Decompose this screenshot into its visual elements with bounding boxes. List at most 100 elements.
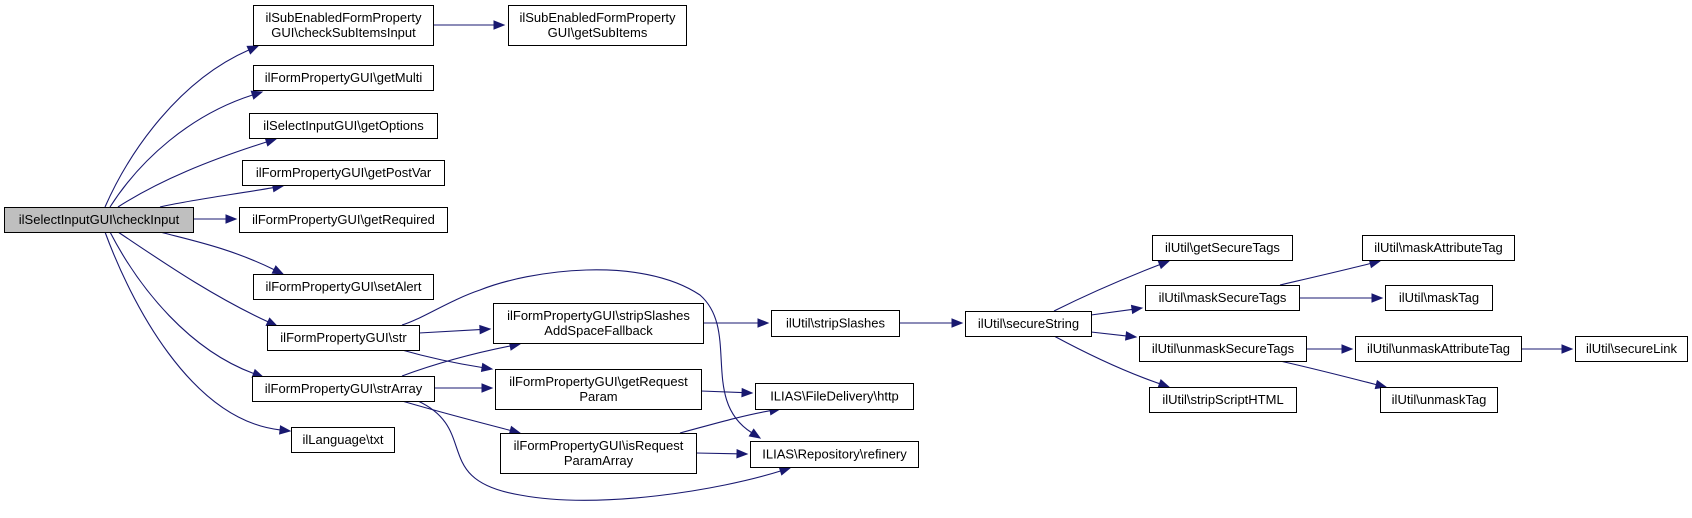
arrowhead-icon: [757, 318, 770, 328]
node-box: [1152, 235, 1293, 261]
node-unmaskSecureTags[interactable]: ilUtil\unmaskSecureTags: [1139, 336, 1307, 362]
node-stripScriptHTML[interactable]: ilUtil\stripScriptHTML: [1149, 387, 1297, 413]
arrowhead-icon: [265, 317, 279, 327]
edge-line: [1279, 360, 1377, 386]
edge-root-to-getRequired: [193, 214, 238, 224]
node-label: ilLanguage\txt: [303, 432, 384, 447]
arrowhead-icon: [246, 45, 260, 55]
node-getPostVar[interactable]: ilFormPropertyGUI\getPostVar: [242, 160, 445, 186]
node-label: ilUtil\getSecureTags: [1165, 240, 1280, 255]
node-box: [242, 160, 445, 186]
node-secureLink[interactable]: ilUtil\secureLink: [1575, 336, 1688, 362]
edge-secureString-to-unmaskSecureTags: [1090, 331, 1138, 341]
node-stripSlashes[interactable]: ilUtil\stripSlashes: [771, 310, 900, 337]
edge-line: [417, 400, 781, 501]
edge-line: [401, 345, 511, 377]
nodes-layer: ilSelectInputGUI\checkInput ilSubEnabledF…: [4, 5, 1688, 474]
node-box: [1149, 387, 1297, 413]
edge-line: [159, 231, 275, 271]
edge-line: [1053, 335, 1160, 385]
edge-root-to-txt: [104, 231, 292, 435]
edge-stripSlashesAddSpaceFallback-to-stripSlashes: [703, 318, 770, 328]
node-unmaskAttributeTag[interactable]: ilUtil\unmaskAttributeTag: [1355, 336, 1522, 362]
arrowhead-icon: [1157, 260, 1171, 270]
node-stripSlashesAddSpaceFallback[interactable]: ilFormPropertyGUI\stripSlashesAddSpaceFa…: [493, 303, 704, 344]
edge-root-to-setAlert: [159, 231, 285, 275]
arrowhead-icon: [264, 137, 278, 147]
node-setAlert[interactable]: ilFormPropertyGUI\setAlert: [253, 274, 434, 300]
node-secureString[interactable]: ilUtil\secureString: [965, 311, 1092, 337]
node-getMulti[interactable]: ilFormPropertyGUI\getMulti: [253, 65, 434, 91]
arrowhead-icon: [225, 214, 238, 224]
arrowhead-icon: [1341, 344, 1354, 354]
node-label: ilFormPropertyGUI\str: [280, 330, 407, 345]
node-label: GUI\checkSubItemsInput: [271, 25, 416, 40]
node-box: [500, 433, 697, 474]
edge-str-to-getRequestParam: [401, 349, 494, 373]
node-box: [1139, 336, 1307, 362]
edge-line: [700, 390, 743, 394]
node-checkSubItemsInput[interactable]: ilSubEnabledFormPropertyGUI\checkSubItem…: [253, 5, 434, 46]
node-label: ilFormPropertyGUI\getPostVar: [256, 165, 432, 180]
node-box: [249, 113, 438, 139]
arrowhead-icon: [1125, 331, 1138, 341]
node-box: [771, 310, 900, 337]
node-box: [1380, 387, 1498, 413]
edge-line: [401, 269, 752, 434]
node-label: ILIAS\Repository\refinery: [762, 447, 907, 462]
edge-line: [109, 94, 253, 208]
arrowhead-icon: [480, 362, 494, 373]
node-getRequired[interactable]: ilFormPropertyGUI\getRequired: [239, 207, 448, 233]
edge-line: [1279, 262, 1371, 286]
node-label: ilFormPropertyGUI\isRequest: [514, 438, 684, 453]
node-box: [239, 207, 448, 233]
edge-getRequestParam-to-http: [700, 387, 754, 398]
edge-stripSlashes-to-secureString: [899, 318, 964, 328]
node-box: [1362, 235, 1515, 261]
node-label: ilFormPropertyGUI\setAlert: [265, 279, 421, 294]
edge-line: [117, 231, 269, 323]
edge-root-to-getPostVar: [159, 183, 285, 208]
arrowhead-icon: [493, 20, 506, 30]
edge-strArray-to-getRequestParam: [434, 383, 494, 393]
node-box: [1385, 285, 1493, 311]
arrowhead-icon: [250, 90, 264, 100]
node-root[interactable]: ilSelectInputGUI\checkInput: [4, 207, 194, 233]
node-box: [965, 311, 1092, 337]
node-str[interactable]: ilFormPropertyGUI\str: [267, 325, 420, 351]
arrowhead-icon: [479, 324, 492, 335]
node-box: [493, 303, 704, 344]
arrowhead-icon: [736, 449, 749, 459]
node-maskTag[interactable]: ilUtil\maskTag: [1385, 285, 1493, 311]
edge-line: [117, 141, 267, 208]
edge-line: [104, 231, 281, 431]
node-getOptions[interactable]: ilSelectInputGUI\getOptions: [249, 113, 438, 139]
edge-line: [679, 410, 771, 434]
node-box: [291, 427, 395, 453]
node-strArray[interactable]: ilFormPropertyGUI\strArray: [252, 376, 435, 402]
arrowhead-icon: [279, 425, 292, 435]
edge-line: [104, 49, 250, 208]
node-label: ilUtil\maskTag: [1399, 290, 1479, 305]
arrowhead-icon: [1371, 293, 1384, 303]
node-maskAttributeTag[interactable]: ilUtil\maskAttributeTag: [1362, 235, 1515, 261]
node-http[interactable]: ILIAS\FileDelivery\http: [755, 383, 914, 410]
node-maskSecureTags[interactable]: ilUtil\maskSecureTags: [1145, 285, 1300, 311]
edge-line: [418, 329, 481, 334]
node-label: ParamArray: [564, 453, 634, 468]
node-txt[interactable]: ilLanguage\txt: [291, 427, 395, 453]
edge-line: [159, 187, 274, 208]
node-label: ilSelectInputGUI\getOptions: [263, 118, 424, 133]
node-refinery[interactable]: ILIAS\Repository\refinery: [750, 441, 919, 468]
node-unmaskTag[interactable]: ilUtil\unmaskTag: [1380, 387, 1498, 413]
node-label: ilFormPropertyGUI\stripSlashes: [507, 308, 690, 323]
node-box: [495, 369, 702, 410]
edge-maskSecureTags-to-maskAttributeTag: [1279, 259, 1382, 286]
node-box: [1145, 285, 1300, 311]
edges-layer: [104, 20, 1574, 501]
node-getSecureTags[interactable]: ilUtil\getSecureTags: [1152, 235, 1293, 261]
node-label: ilSubEnabledFormProperty: [519, 10, 676, 25]
